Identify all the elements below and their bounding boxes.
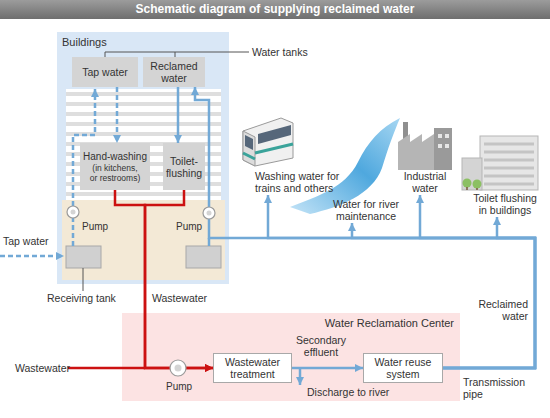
callout-label: Wastewater [15,362,70,374]
use-caption: Toilet flushing in buildings [469,192,541,217]
train-window [258,125,291,144]
node-label: Tap water [82,66,128,78]
train-illustration [243,118,293,166]
train-body [243,118,293,166]
node-label: Industrial water [398,170,452,195]
node-label: Water for river maintenance [325,198,407,223]
edge-label: Secondary effluent [290,334,352,358]
callout-label: Transmission pipe [463,376,535,400]
office-windows [484,144,534,184]
office-building [480,136,538,190]
office-annex [462,158,482,190]
use-caption: Water for river maintenance [325,198,407,223]
factory-block [434,128,452,170]
node-label: Washing water for trains and others [255,170,355,195]
tap-water-pipe [0,255,64,258]
callout-label: Tap water [3,235,49,247]
callout-label: Discharge to river [307,386,389,398]
diagram-title: Schematic diagram of supplying reclaimed… [0,0,550,19]
node-sublabel: (in kitchens, or restrooms) [89,163,142,183]
title-bar: Schematic diagram of supplying reclaimed… [0,0,550,19]
callout-label: Pump [176,221,202,233]
tank-box: Tap water [72,57,138,87]
train-window [245,135,253,150]
factory-window [445,144,449,148]
callout-label: Water tanks [252,46,308,58]
callout-label: Pump [166,381,192,393]
train-stripe [243,144,293,159]
callout-label: Reclaimed water [466,298,528,322]
node-label: Water reuse system [364,356,442,380]
node-label: Water Reclamation Center [122,313,460,330]
building-band: BuildingsTap water Reclamed waterHand-was… [57,32,229,284]
callout-label: Wastewater [152,292,207,304]
factory-window [438,144,442,148]
node-label: Toilet flushing in buildings [469,192,541,217]
factory-hall [398,134,434,170]
use-caption: Industrial water [398,170,452,195]
tree-trunk [467,187,477,190]
train-front [243,131,255,166]
callout-label: Receiving tank [47,292,116,304]
factory-chimney [403,122,408,144]
node-label: Hand-washing [83,151,147,163]
node-label: Reclamed water [143,60,205,84]
node-label: Toilet-flushing [163,155,205,179]
factory-illustration [398,122,452,170]
use-caption: Washing water for trains and others [255,170,355,195]
office-illustration [462,136,538,190]
node-label: Wastewater treatment [214,356,291,380]
factory-window [438,134,442,138]
fixture-box: Toilet-flushing [163,143,205,190]
fixture-box: Hand-washing(in kitchens, or restrooms) [80,143,150,190]
callout-label: Pump [82,221,108,233]
tree [473,180,482,189]
tree [463,179,472,188]
process-box: Water reuse system [363,353,443,383]
tank-box: Reclamed water [143,57,205,87]
factory-window [445,134,449,138]
process-box: Wastewater treatment [213,353,292,383]
node-label: Buildings [57,32,229,49]
